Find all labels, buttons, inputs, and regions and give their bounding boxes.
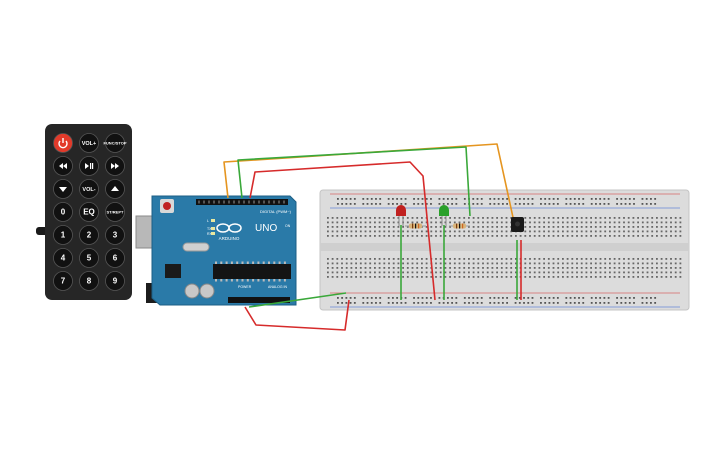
digital-pin[interactable] xyxy=(268,200,270,204)
remote-button-label: 5 xyxy=(87,254,92,263)
digital-pin[interactable] xyxy=(258,200,260,204)
remote-button-label: 9 xyxy=(113,277,118,286)
digital-pin[interactable] xyxy=(248,200,250,204)
led-green[interactable] xyxy=(439,205,449,226)
play-pause-icon xyxy=(85,163,94,169)
voltage-regulator xyxy=(165,264,181,278)
remote-button-2[interactable]: 2 xyxy=(79,225,99,245)
led-red-body[interactable] xyxy=(396,205,406,216)
led-red[interactable] xyxy=(396,205,406,226)
resistor-2[interactable] xyxy=(449,223,470,229)
remote-button-fast-forward-icon[interactable] xyxy=(105,156,125,176)
remote-button-label: ST/REPT xyxy=(107,210,124,215)
wire-red-5v[interactable] xyxy=(244,299,350,331)
remote-button-func-stop[interactable]: FUNC/STOP xyxy=(103,133,127,153)
digital-pin[interactable] xyxy=(213,200,215,204)
led-label-l: L xyxy=(207,219,209,223)
led-tx xyxy=(211,227,215,230)
remote-button-rewind-icon[interactable] xyxy=(53,156,73,176)
remote-button-power-icon[interactable] xyxy=(53,133,73,153)
remote-button-label: VOL+ xyxy=(82,141,97,147)
remote-button-4[interactable]: 4 xyxy=(53,248,73,268)
remote-button-1[interactable]: 1 xyxy=(53,225,73,245)
on-label: ON xyxy=(285,224,291,228)
down-arrow-icon xyxy=(59,187,67,192)
led-label-rx: RX xyxy=(207,232,213,236)
capacitor-1 xyxy=(184,283,200,299)
digital-pin[interactable] xyxy=(203,200,205,204)
wire-red-led[interactable] xyxy=(249,161,436,301)
power-analog-header xyxy=(228,297,290,303)
remote-button-eq[interactable]: EQ xyxy=(79,202,99,222)
reset-button-cap[interactable] xyxy=(163,202,171,210)
digital-pin[interactable] xyxy=(228,200,230,204)
digital-pin[interactable] xyxy=(253,200,255,204)
arduino-logo-text: ARDUINO xyxy=(219,236,240,241)
remote-button-6[interactable]: 6 xyxy=(105,248,125,268)
remote-button-label: 7 xyxy=(61,277,66,286)
capacitor-2 xyxy=(199,283,215,299)
remote-button-vol-[interactable]: VOL- xyxy=(79,179,99,199)
wire-green-led[interactable] xyxy=(237,146,471,217)
ir-remote[interactable]: VOL+ FUNC/STOP VOL- 0 EQ ST/REPT 1 2 3 4 5 6 7 8 9 xyxy=(36,124,132,300)
remote-button-down-arrow-icon[interactable] xyxy=(53,179,73,199)
wires[interactable] xyxy=(223,143,522,331)
up-arrow-icon xyxy=(111,186,119,191)
ir-receiver[interactable] xyxy=(511,217,524,232)
digital-pin[interactable] xyxy=(238,200,240,204)
resistor-1[interactable] xyxy=(405,223,426,229)
remote-button-label: 2 xyxy=(87,231,92,240)
digital-header xyxy=(196,199,288,205)
remote-button-5[interactable]: 5 xyxy=(79,248,99,268)
remote-button-play-pause-icon[interactable] xyxy=(79,156,99,176)
atmega-chip xyxy=(213,264,291,279)
breadboard[interactable] xyxy=(319,189,690,311)
breadboard-center-channel xyxy=(320,243,689,251)
analog-label: ANALOG IN xyxy=(268,285,288,289)
digital-pin[interactable] xyxy=(208,200,210,204)
remote-button-label: 4 xyxy=(61,254,66,263)
crystal-oscillator xyxy=(182,242,210,252)
remote-button-label: EQ xyxy=(83,208,95,217)
digital-pin[interactable] xyxy=(198,200,200,204)
remote-button-label: 0 xyxy=(61,208,66,217)
remote-button-label: VOL- xyxy=(82,187,95,193)
remote-button-0[interactable]: 0 xyxy=(53,202,73,222)
fast-forward-icon xyxy=(111,163,119,169)
digital-label: DIGITAL (PWM~) xyxy=(260,209,292,214)
remote-button-3[interactable]: 3 xyxy=(105,225,125,245)
remote-button-vol-[interactable]: VOL+ xyxy=(79,133,99,153)
digital-pin[interactable] xyxy=(283,200,285,204)
led-label-tx: TX xyxy=(207,227,212,231)
led-rx xyxy=(211,232,215,235)
led-l xyxy=(211,219,215,222)
digital-pin[interactable] xyxy=(233,200,235,204)
arduino-uno[interactable]: DIGITAL (PWM~) ARDUINO UNO L TX RX ON PO… xyxy=(135,195,297,306)
remote-button-label: 6 xyxy=(113,254,118,263)
power-icon xyxy=(58,138,68,149)
digital-pin[interactable] xyxy=(223,200,225,204)
digital-pin[interactable] xyxy=(218,200,220,204)
digital-pin[interactable] xyxy=(263,200,265,204)
remote-button-label: FUNC/STOP xyxy=(103,141,126,146)
remote-button-7[interactable]: 7 xyxy=(53,271,73,291)
remote-button-up-arrow-icon[interactable] xyxy=(105,179,125,199)
remote-button-st-rept[interactable]: ST/REPT xyxy=(105,202,125,222)
digital-pin[interactable] xyxy=(243,200,245,204)
remote-button-8[interactable]: 8 xyxy=(79,271,99,291)
remote-button-label: 8 xyxy=(87,277,92,286)
power-label: POWER xyxy=(238,285,252,289)
led-green-body[interactable] xyxy=(439,205,449,216)
rewind-icon xyxy=(59,163,67,169)
remote-button-label: 1 xyxy=(61,231,66,240)
arduino-model: UNO xyxy=(255,223,277,234)
remote-button-9[interactable]: 9 xyxy=(105,271,125,291)
digital-pin[interactable] xyxy=(273,200,275,204)
remote-button-label: 3 xyxy=(113,231,118,240)
wire-green-gnd-main[interactable] xyxy=(248,292,347,308)
arduino-logo-icon-right xyxy=(228,223,242,233)
digital-pin[interactable] xyxy=(278,200,280,204)
